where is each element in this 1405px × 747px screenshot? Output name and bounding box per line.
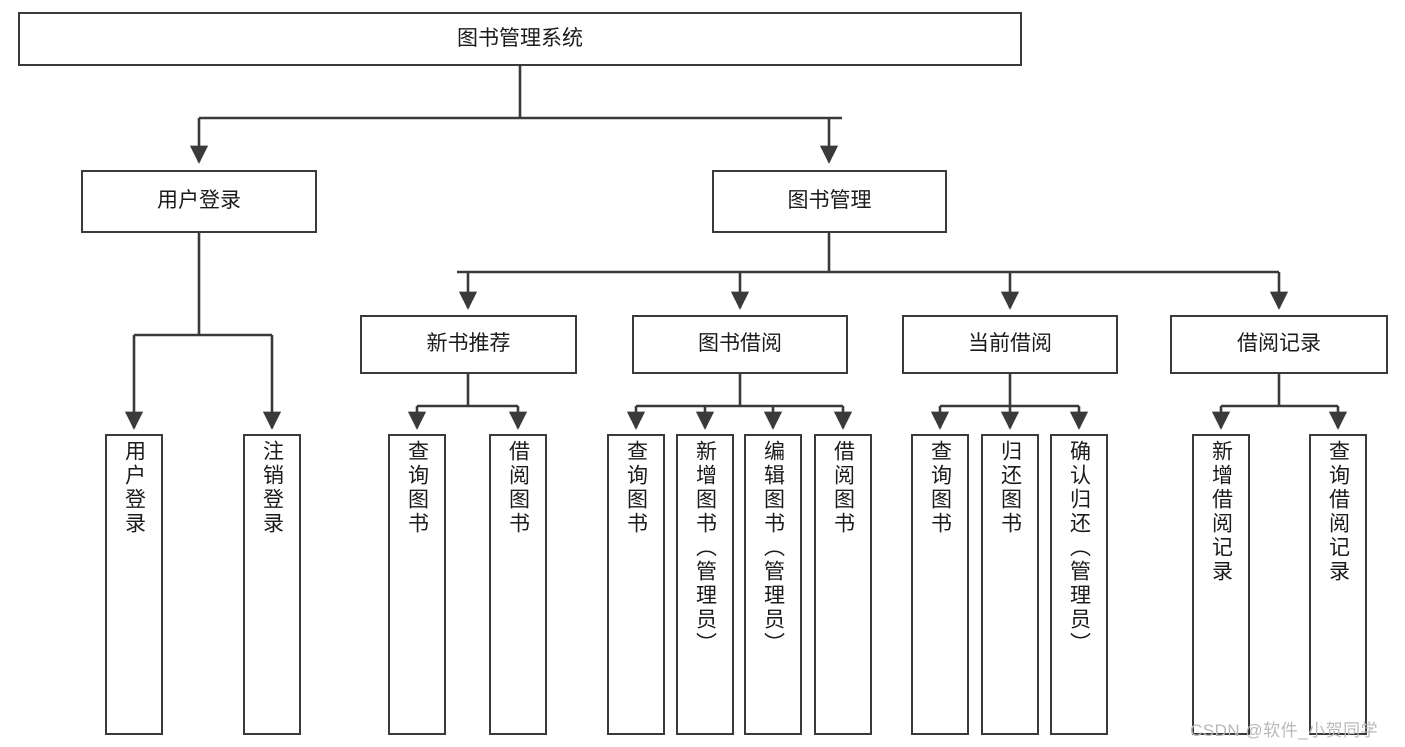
node-leaf-add-book-admin[interactable]: 新增图书（管理员）	[676, 434, 734, 735]
node-label: 图书管理系统	[457, 26, 583, 50]
node-label: 用户登录	[122, 440, 146, 536]
node-label: 借阅图书	[831, 440, 855, 536]
node-root-system[interactable]: 图书管理系统	[18, 12, 1022, 66]
node-label: 注销登录	[260, 440, 284, 536]
node-label: 查询图书	[928, 440, 952, 536]
node-label: 当前借阅	[968, 332, 1052, 356]
node-book-borrow[interactable]: 图书借阅	[632, 315, 848, 374]
node-leaf-add-borrow-record[interactable]: 新增借阅记录	[1192, 434, 1250, 735]
node-leaf-user-login[interactable]: 用户登录	[105, 434, 163, 735]
watermark: CSDN @软件_小贺同学	[1190, 721, 1379, 740]
node-leaf-query-book-current[interactable]: 查询图书	[911, 434, 969, 735]
node-label: 确认归还（管理员）	[1067, 440, 1091, 656]
node-label: 查询借阅记录	[1326, 440, 1350, 584]
node-new-book-recommend[interactable]: 新书推荐	[360, 315, 577, 374]
node-leaf-query-borrow-record[interactable]: 查询借阅记录	[1309, 434, 1367, 735]
node-leaf-query-book-recommend[interactable]: 查询图书	[388, 434, 446, 735]
node-label: 查询图书	[624, 440, 648, 536]
node-user-login[interactable]: 用户登录	[81, 170, 317, 233]
node-leaf-query-book-borrow[interactable]: 查询图书	[607, 434, 665, 735]
node-label: 查询图书	[405, 440, 429, 536]
node-label: 图书管理	[787, 189, 872, 213]
node-leaf-borrow-book[interactable]: 借阅图书	[814, 434, 872, 735]
node-label: 新增借阅记录	[1209, 440, 1233, 584]
node-borrow-records[interactable]: 借阅记录	[1170, 315, 1388, 374]
node-leaf-logout[interactable]: 注销登录	[243, 434, 301, 735]
node-leaf-borrow-book-recommend[interactable]: 借阅图书	[489, 434, 547, 735]
node-label: 新增图书（管理员）	[693, 440, 717, 656]
node-leaf-return-book[interactable]: 归还图书	[981, 434, 1039, 735]
node-label: 用户登录	[157, 189, 241, 213]
node-leaf-edit-book-admin[interactable]: 编辑图书（管理员）	[744, 434, 802, 735]
node-current-borrow[interactable]: 当前借阅	[902, 315, 1118, 374]
node-label: 图书借阅	[698, 332, 782, 356]
node-leaf-confirm-return-admin[interactable]: 确认归还（管理员）	[1050, 434, 1108, 735]
node-label: 编辑图书（管理员）	[761, 440, 785, 656]
node-label: 借阅图书	[506, 440, 530, 536]
node-label: 借阅记录	[1237, 332, 1321, 356]
node-label: 新书推荐	[426, 332, 511, 356]
node-label: 归还图书	[998, 440, 1022, 536]
node-book-management[interactable]: 图书管理	[712, 170, 947, 233]
